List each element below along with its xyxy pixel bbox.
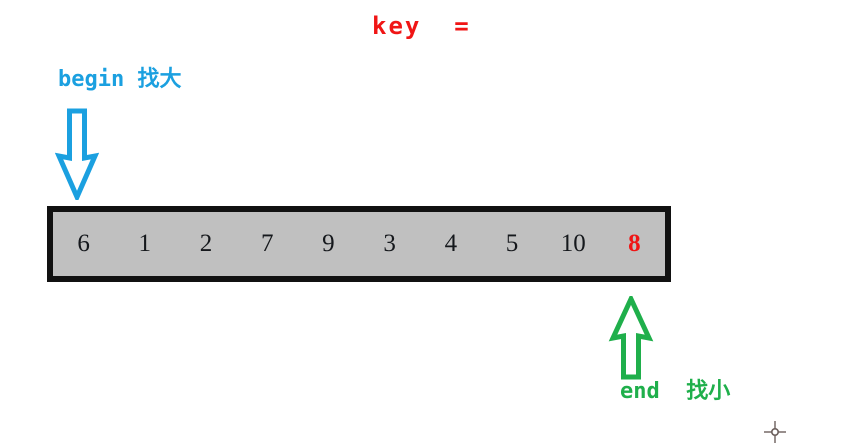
array-cell: 3 — [383, 230, 396, 257]
arrow-up-outline-icon — [608, 296, 654, 380]
crosshair-cursor-icon — [764, 421, 786, 443]
array-container: 6 1 2 7 9 3 4 5 10 8 — [47, 206, 671, 282]
array-cell: 5 — [505, 230, 519, 257]
array-cell: 4 — [444, 230, 458, 257]
begin-pointer-label: begin 找大 — [58, 67, 182, 92]
end-pointer-label: end 找小 — [620, 379, 731, 404]
array-cell: 7 — [260, 230, 274, 257]
array-cell: 10 — [560, 230, 586, 257]
array-cell: 2 — [199, 230, 213, 257]
array-cell: 9 — [322, 230, 335, 257]
array-cell-key: 8 — [628, 230, 641, 257]
array-cell: 1 — [138, 230, 152, 257]
key-label: key = — [372, 12, 471, 40]
arrow-down-outline-icon — [55, 108, 99, 200]
array-cell: 6 — [77, 230, 90, 257]
